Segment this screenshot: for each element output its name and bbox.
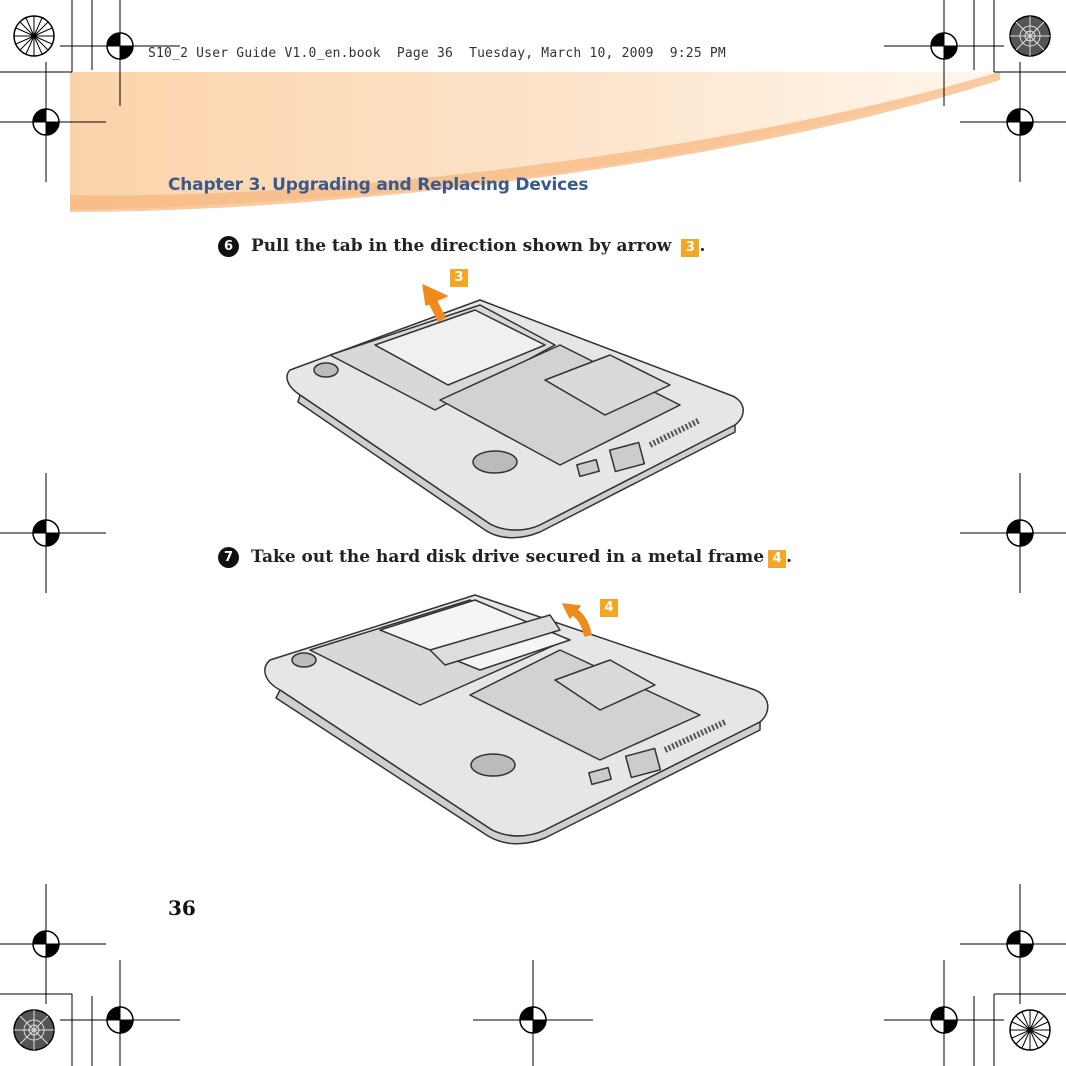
callout-badge: 4 — [768, 550, 787, 568]
callout-badge: 3 — [450, 269, 468, 287]
step-text: Take out the hard disk drive secured in … — [251, 547, 765, 567]
figure-callout-4: 4 — [600, 596, 618, 617]
step-suffix: . — [699, 236, 706, 256]
laptop-illustration-step-6 — [286, 284, 744, 539]
figure-callout-3: 3 — [450, 266, 468, 287]
step-7: 7 Take out the hard disk drive secured in… — [218, 547, 792, 568]
step-suffix: . — [786, 547, 793, 567]
callout-badge: 4 — [600, 599, 618, 617]
book-info-header: S10_2 User Guide V1.0_en.book Page 36 Tu… — [148, 46, 726, 61]
laptop-illustration-step-7 — [264, 594, 769, 845]
step-6: 6 Pull the tab in the direction shown by … — [218, 236, 705, 257]
callout-badge: 3 — [681, 239, 700, 257]
step-text: Pull the tab in the direction shown by a… — [251, 236, 672, 256]
step-number: 6 — [218, 236, 239, 257]
chapter-title: Chapter 3. Upgrading and Replacing Devic… — [168, 175, 589, 195]
step-number: 7 — [218, 547, 239, 568]
page-number: 36 — [168, 896, 196, 920]
